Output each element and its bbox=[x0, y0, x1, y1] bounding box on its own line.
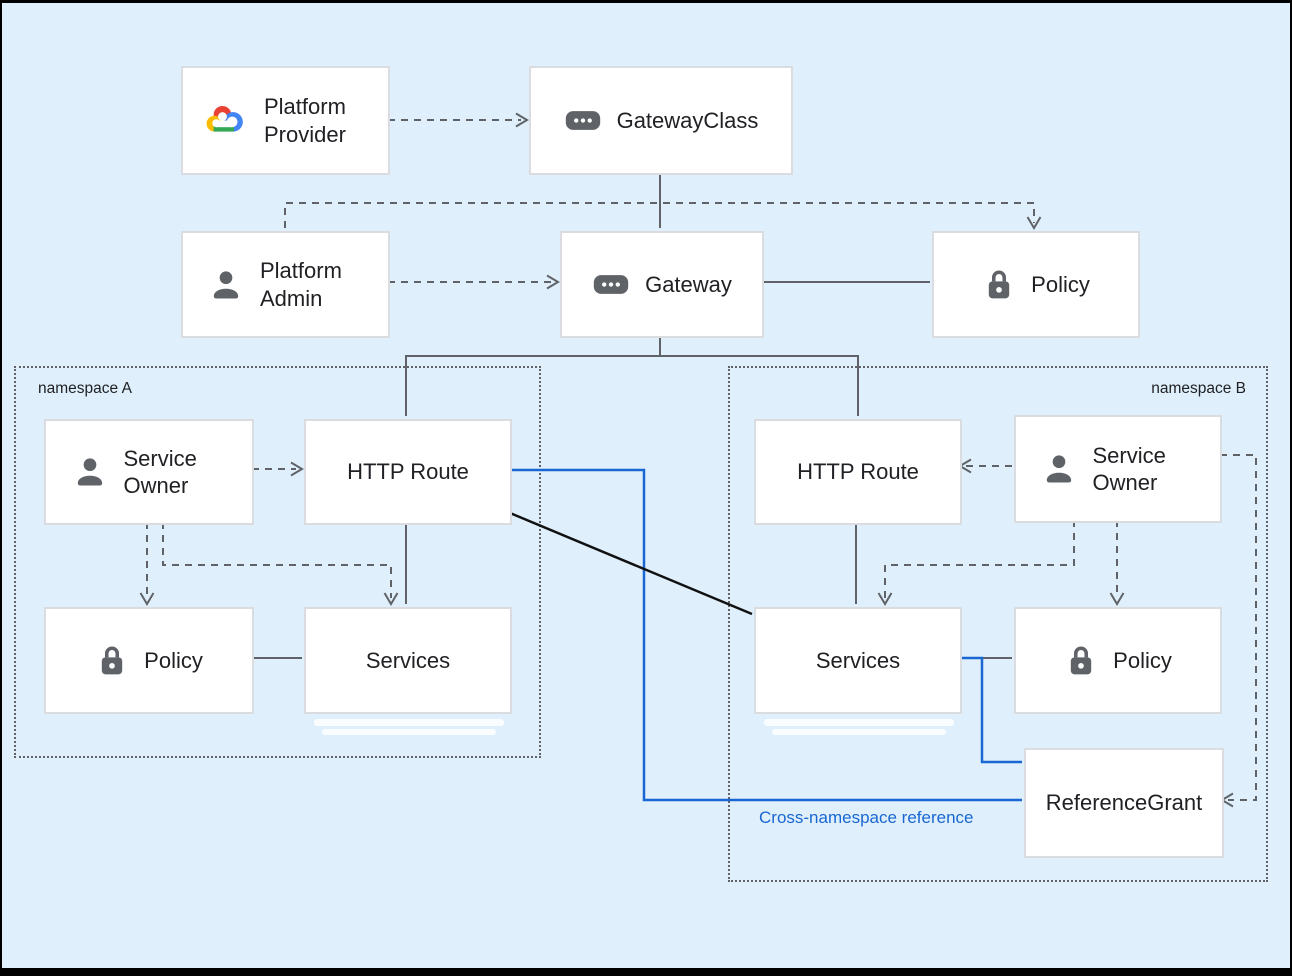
diagram-canvas: namespace A namespace B bbox=[2, 3, 1290, 968]
services-a-stack-sheet bbox=[314, 719, 504, 726]
black-connectors bbox=[509, 511, 753, 616]
person-icon bbox=[71, 453, 109, 491]
arrowhead-into-gatewayclass bbox=[515, 112, 529, 128]
lock-icon bbox=[982, 268, 1016, 302]
node-label: Service Owner bbox=[1092, 442, 1166, 496]
dashed-gray-connectors bbox=[146, 119, 1257, 801]
node-label: Platform Provider bbox=[264, 94, 346, 147]
node-service-owner-b: Service Owner bbox=[1014, 415, 1222, 523]
node-service-owner-a: Service Owner bbox=[44, 419, 254, 525]
person-icon bbox=[1040, 450, 1078, 488]
namespace-a-label: namespace A bbox=[38, 380, 132, 397]
arrowhead-into-policy-top bbox=[1026, 216, 1042, 230]
node-services-a: Services bbox=[304, 607, 512, 714]
connector-layer bbox=[139, 112, 1257, 808]
node-label: HTTP Route bbox=[797, 459, 919, 485]
connector-owner-a-services-a bbox=[162, 522, 392, 598]
arrowhead-into-gateway bbox=[546, 274, 560, 290]
node-platform-provider: Platform Provider bbox=[181, 66, 390, 175]
connector-owner-b-services-b bbox=[884, 520, 1075, 598]
namespace-b-group: namespace B bbox=[728, 366, 1268, 882]
node-label: Services bbox=[365, 647, 451, 673]
arrowheads bbox=[139, 112, 1234, 808]
services-b-stack-sheet bbox=[772, 729, 946, 735]
namespace-b-label: namespace B bbox=[1151, 380, 1246, 397]
node-label: Services bbox=[815, 647, 901, 673]
node-gateway: Gateway bbox=[560, 231, 764, 338]
services-b-stack-sheet bbox=[764, 719, 954, 726]
arrowhead-into-httproute-a bbox=[290, 461, 304, 477]
namespace-a-group: namespace A bbox=[14, 366, 541, 758]
connector-httproute-a-services-b-diagonal bbox=[509, 511, 753, 616]
node-http-route-a: HTTP Route bbox=[304, 419, 512, 525]
node-policy-a: Policy bbox=[44, 607, 254, 714]
node-label: ReferenceGrant bbox=[1045, 790, 1203, 816]
node-gateway-class: GatewayClass bbox=[529, 66, 793, 175]
lock-icon bbox=[1064, 644, 1098, 678]
resource-chip-icon bbox=[564, 108, 602, 133]
node-policy-top: Policy bbox=[932, 231, 1140, 338]
node-label: Policy bbox=[144, 647, 203, 673]
node-label: Policy bbox=[1113, 647, 1172, 673]
connector-gateway-httproutes-tree bbox=[405, 335, 859, 416]
arrowhead-into-policy-b bbox=[1109, 592, 1125, 606]
node-reference-grant: ReferenceGrant bbox=[1024, 748, 1224, 858]
connector-services-b-referencegrant-blue bbox=[960, 656, 1022, 764]
lock-icon bbox=[95, 644, 129, 678]
google-cloud-icon bbox=[203, 102, 249, 140]
resource-chip-icon bbox=[592, 272, 630, 297]
node-services-b: Services bbox=[754, 607, 962, 714]
node-label: Service Owner bbox=[123, 445, 197, 499]
node-policy-b: Policy bbox=[1014, 607, 1222, 714]
cross-namespace-reference-label: Cross-namespace reference bbox=[759, 808, 974, 827]
person-icon bbox=[207, 266, 245, 304]
node-label: Policy bbox=[1031, 271, 1090, 297]
services-a-stack-sheet bbox=[322, 729, 496, 735]
node-platform-admin: Platform Admin bbox=[181, 231, 390, 338]
solid-gray-connectors bbox=[252, 172, 1012, 659]
node-label: HTTP Route bbox=[347, 459, 469, 485]
connector-httproute-a-referencegrant-blue bbox=[510, 468, 1022, 802]
blue-connectors bbox=[510, 468, 1022, 802]
arrowhead-into-services-a bbox=[383, 592, 399, 606]
arrowhead-into-services-b bbox=[877, 592, 893, 606]
node-label: GatewayClass bbox=[616, 107, 759, 133]
node-label: Platform Admin bbox=[260, 258, 342, 311]
connector-owner-b-referencegrant bbox=[1220, 454, 1257, 801]
arrowhead-into-policy-a bbox=[139, 592, 155, 606]
node-label: Gateway bbox=[645, 271, 732, 297]
node-http-route-b: HTTP Route bbox=[754, 419, 962, 525]
connector-admin-policy-top bbox=[284, 202, 1035, 228]
